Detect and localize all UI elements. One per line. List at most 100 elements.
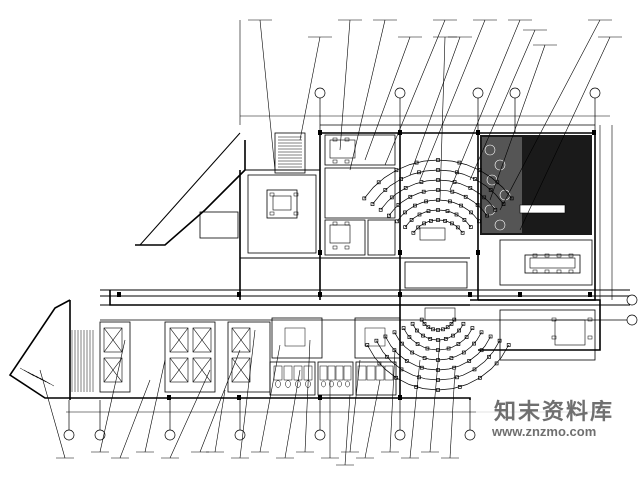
callout-leader [339,19,351,151]
elevator-car [192,357,212,383]
toilet-stall [357,365,367,381]
callout-leader [364,379,381,459]
axis-bubble [234,429,246,441]
seat [399,177,403,181]
seat [410,350,415,355]
seat [376,180,381,185]
elevator-car [231,327,251,353]
chair [332,137,338,142]
seat-row [396,199,480,222]
callout-leader [409,36,461,176]
seat [475,203,480,207]
callout-leader [299,36,321,141]
seat [441,327,445,332]
seat [462,218,467,222]
chairs [269,137,593,340]
seat [417,375,421,380]
axis-bubble [509,87,521,99]
wash-basin [364,327,386,347]
callout-leader [439,36,446,201]
seat [414,160,419,165]
chair [344,137,350,142]
seat-row [376,340,500,381]
callout-leader [99,339,126,453]
seat [421,189,426,194]
elevator-car [103,357,123,383]
axis-bubble [394,87,406,99]
seat [399,367,404,372]
elevator-cross [103,327,123,353]
callout-leaders-top [239,19,622,231]
seat [394,168,399,173]
elevator-cross [192,357,212,383]
seat [415,328,419,333]
watermark-backdrop [476,388,636,444]
seat [461,321,466,326]
seat [383,334,388,339]
seat [436,218,440,222]
callout-leader [349,19,386,171]
seat [392,330,397,335]
chair [568,253,574,258]
seat [497,338,502,343]
seat-row [388,189,488,216]
seat-row [394,332,482,361]
callout-leader [469,29,536,181]
grid-axis-bubbles [63,87,638,441]
callout-leader [119,379,151,459]
seat [425,346,430,351]
elevator-cross [231,357,251,383]
seat [469,210,473,215]
axis-bubble [626,294,638,306]
seat [400,341,404,346]
chair [344,159,350,164]
seat [389,195,394,200]
callout-leader [259,19,276,171]
seat [436,368,440,372]
seat [457,160,462,165]
chair [544,253,550,258]
seat [436,208,440,212]
elevator-car [169,357,189,383]
seat [419,317,424,322]
elevator-car [103,327,123,353]
seat [470,326,475,330]
seat [378,207,383,212]
elevator-car [192,327,212,353]
callout-leader [144,359,166,453]
seat [464,335,469,339]
seat [493,207,498,212]
chair [344,221,350,226]
axis-bubble [589,87,601,99]
seat [387,213,391,218]
seat [424,199,428,204]
toilet-stall [366,365,376,381]
seat [436,388,440,392]
axis-bubble [314,429,326,441]
axis-bubble [314,87,326,99]
seat [396,203,401,207]
toilet-bowl [329,380,334,388]
seat [455,225,460,230]
callout-leader [39,369,66,459]
seat-row [380,179,496,211]
seat [411,230,416,235]
seat [421,333,425,338]
seat [436,338,440,342]
seat [404,359,409,363]
seat [468,186,473,190]
seat [385,354,389,359]
seat [455,375,459,380]
callout-leader [409,359,421,459]
seat [494,361,499,366]
seat [422,356,427,360]
seat [365,343,370,347]
seat [459,203,463,208]
axis-bubble [94,429,106,441]
seat [407,335,412,339]
seat [394,375,398,380]
seat [408,194,413,199]
chair [332,221,338,226]
elevator-cross [169,327,189,353]
